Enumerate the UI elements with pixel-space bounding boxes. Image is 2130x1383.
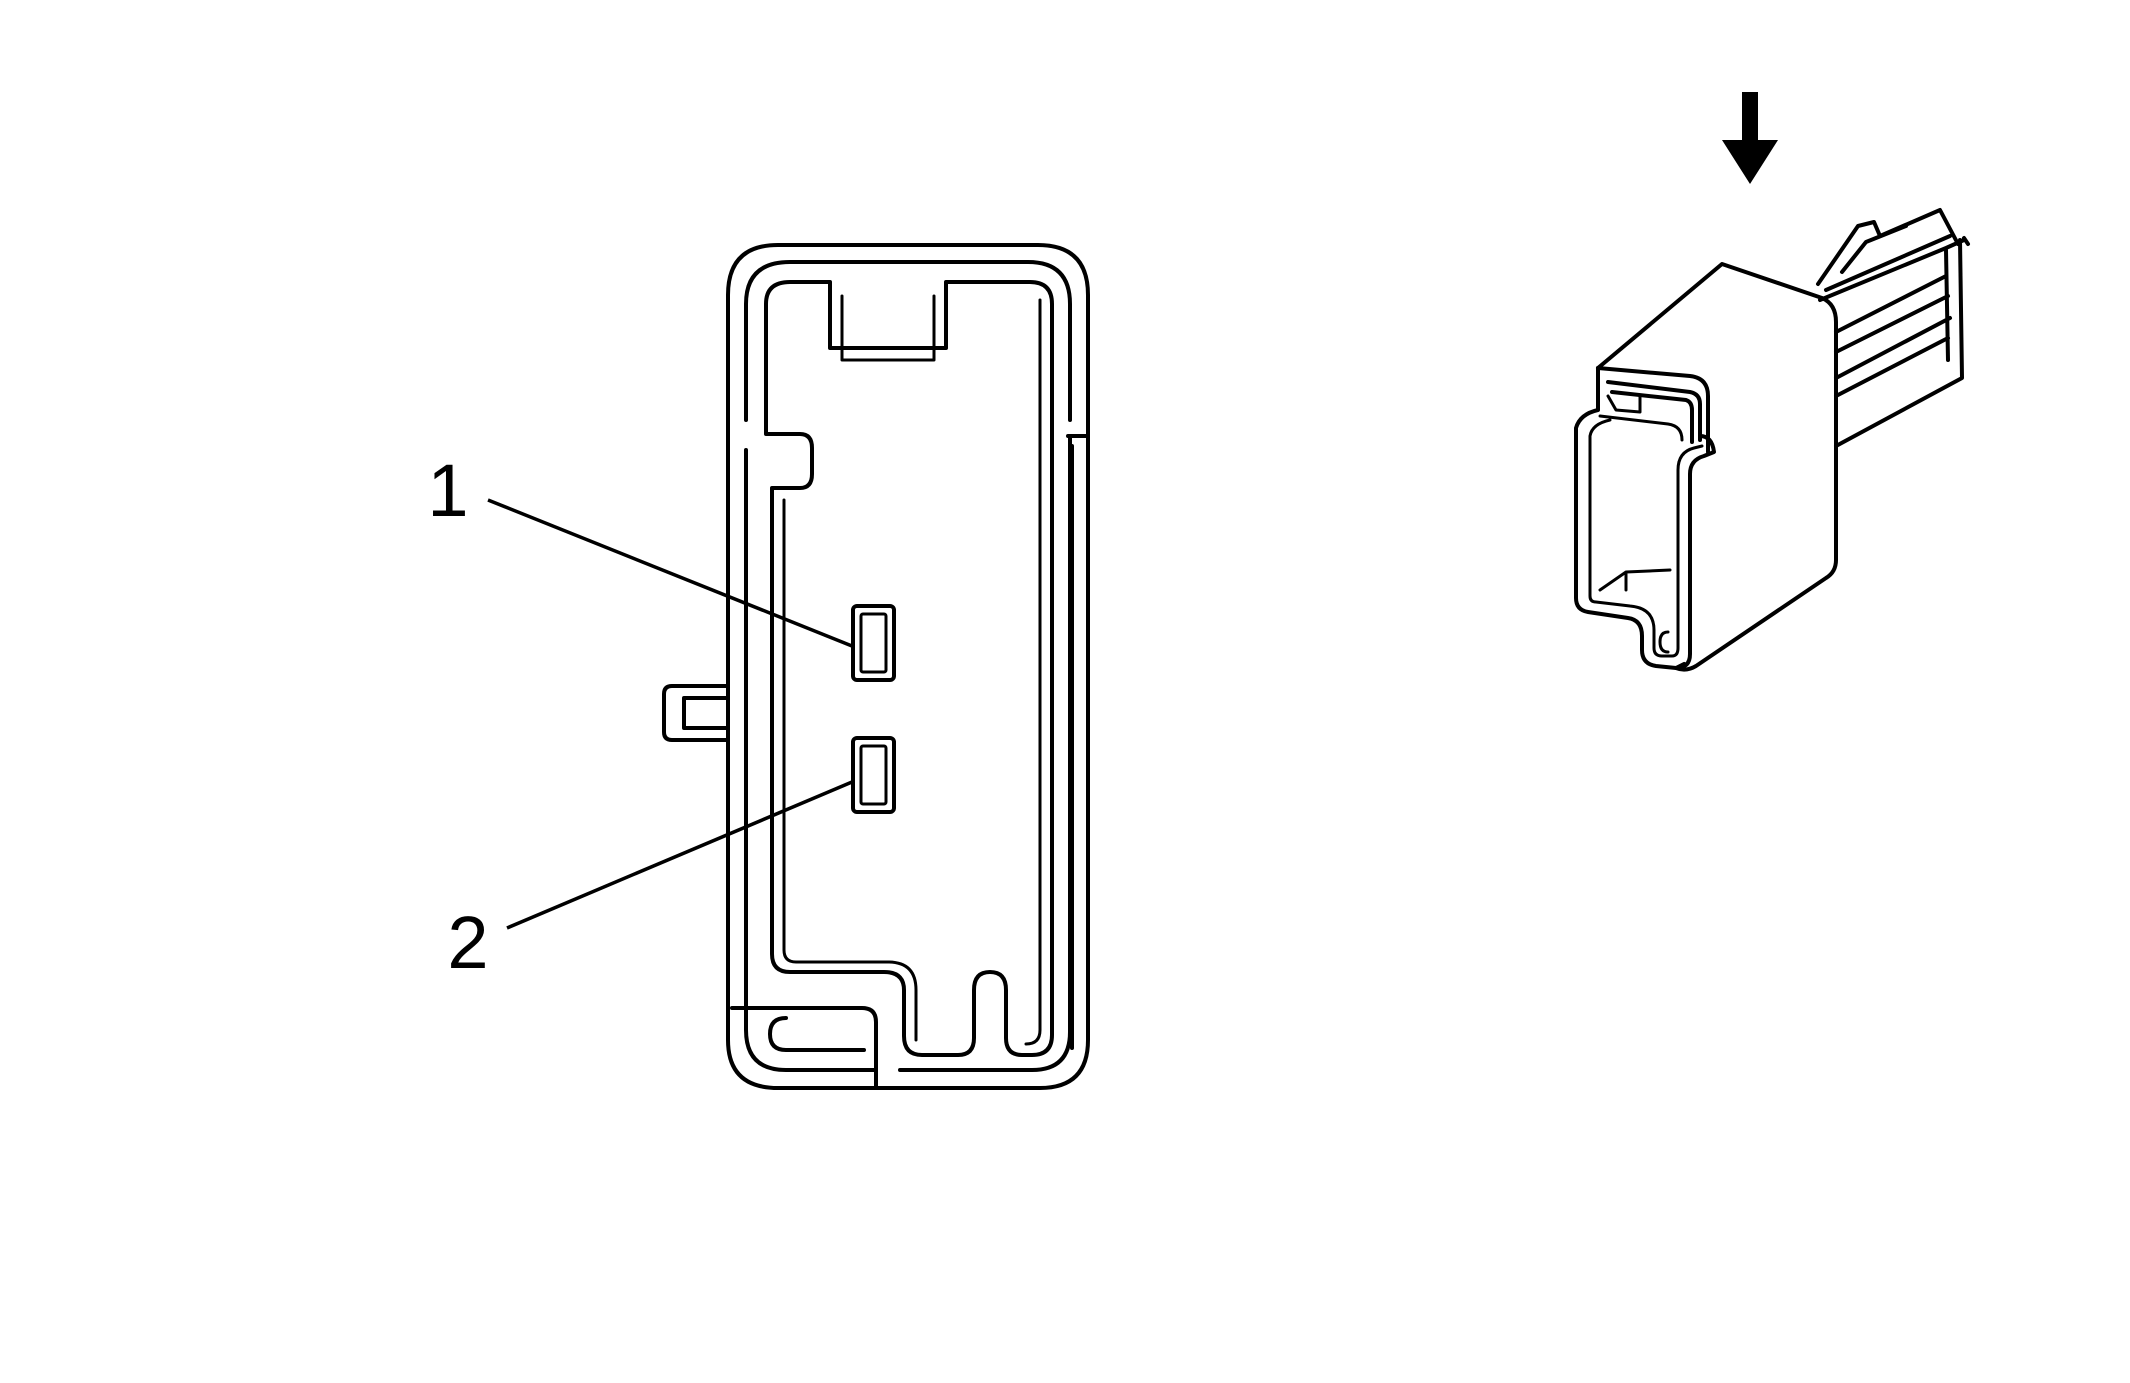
connector-outer-housing [726, 243, 1090, 1090]
connector-lower-latch [730, 1006, 878, 1090]
arrow-down-icon [1722, 92, 1778, 184]
terminal-cavity-2-inner [859, 744, 888, 806]
terminal-cavity-1-inner [859, 612, 888, 674]
connector-front-shroud [1574, 366, 1716, 670]
callout-label-1: 1 [427, 449, 468, 532]
connector-cavity-outline [764, 280, 1054, 1057]
connector-outer-housing-inner-edge [744, 260, 1072, 1072]
connector-body [1596, 262, 1838, 672]
terminal-cavity-2 [851, 736, 896, 814]
connector-front-shroud-inner [1588, 414, 1704, 658]
connector-face-view: 1 2 [427, 243, 1090, 1090]
connector-cavity-inner-line [782, 294, 1042, 1046]
leader-line-2 [506, 780, 853, 930]
connector-front-face [1596, 366, 1710, 436]
connector-rear-rails [1816, 208, 1970, 448]
connector-latch-tab [662, 684, 730, 742]
callout-label-2: 2 [447, 901, 488, 984]
connector-front-opening [1606, 380, 1702, 444]
leader-line-1 [487, 498, 853, 648]
connector-side-rail [1066, 434, 1090, 1050]
connector-front-cavity [1598, 394, 1672, 654]
terminal-cavity-1 [851, 604, 896, 682]
connector-isometric-view [1574, 92, 1970, 672]
